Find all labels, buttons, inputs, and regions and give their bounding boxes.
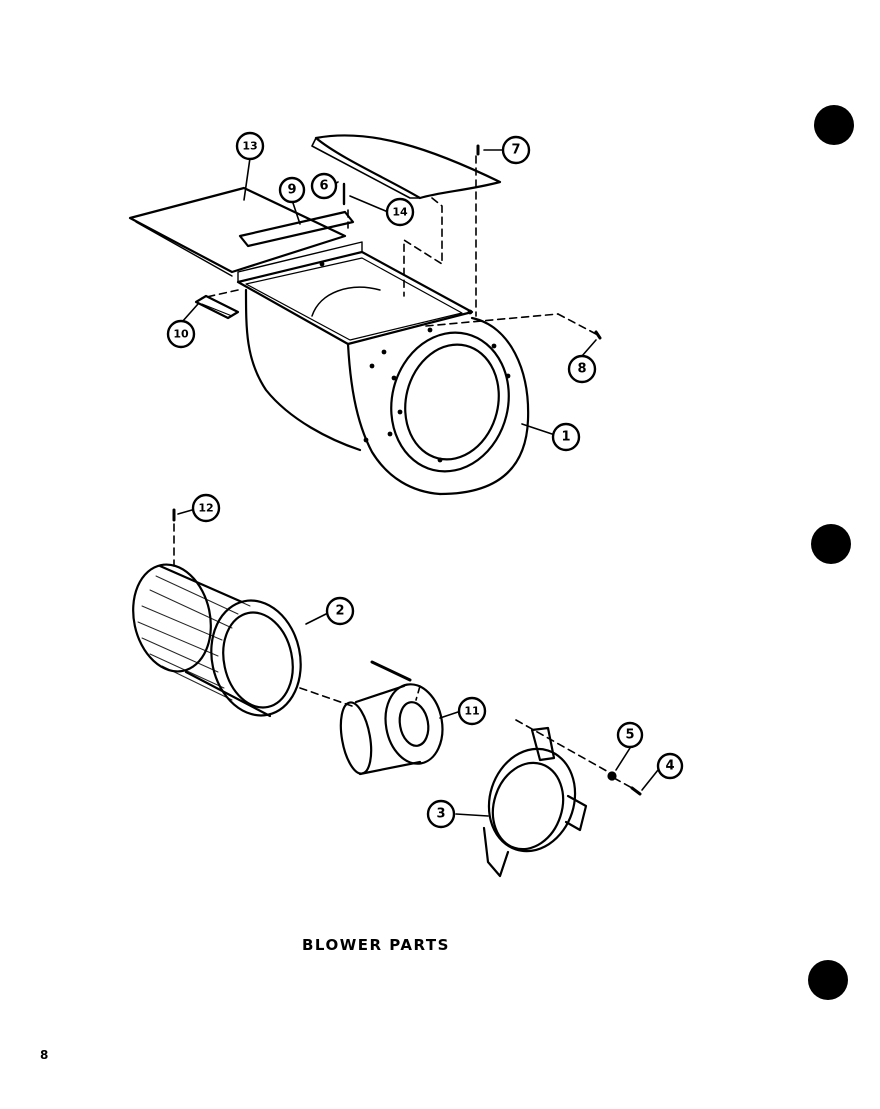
callout-13: [235, 131, 265, 161]
callout-9-label: 9: [287, 183, 296, 198]
part-2-blower-wheel: [132, 563, 302, 718]
binder-hole-bottom: [808, 960, 848, 1000]
callout-10: [166, 319, 196, 349]
callout-11-label: 11: [464, 705, 479, 718]
callout-14-label: 14: [392, 206, 408, 219]
callout-4: [656, 752, 684, 780]
callout-2: [325, 596, 355, 626]
part-10-bracket: [194, 294, 240, 320]
diagram-title: BLOWER PARTS: [302, 936, 450, 954]
binder-hole-top: [814, 105, 854, 145]
callout-12: [191, 493, 221, 523]
callout-2-label: 2: [335, 604, 344, 619]
callout-8-label: 8: [577, 362, 586, 377]
part-11-motor: [339, 660, 444, 776]
part-3-motor-mount: [482, 726, 588, 878]
callout-4-label: 4: [665, 759, 674, 774]
callout-1: [551, 422, 581, 452]
callout-1-label: 1: [561, 430, 570, 445]
callout-9: [278, 176, 306, 204]
callout-5: [616, 721, 644, 749]
part-1-housing: [236, 241, 530, 496]
binder-hole-middle: [811, 524, 851, 564]
callout-10-label: 10: [173, 328, 189, 341]
callout-7-label: 7: [511, 143, 520, 158]
callout-13-label: 13: [242, 140, 257, 153]
part-6-cover: [314, 134, 502, 200]
callout-12-label: 12: [198, 502, 213, 515]
callout-3-label: 3: [436, 807, 445, 822]
part-13-panel: [128, 186, 347, 274]
callout-5-label: 5: [625, 728, 634, 743]
callout-6: [310, 172, 338, 200]
callout-7: [501, 135, 531, 165]
callout-3: [426, 799, 456, 829]
callout-14: [385, 197, 415, 227]
callout-6-label: 6: [319, 179, 328, 194]
page-number: 8: [40, 1048, 49, 1062]
part-9-strip: [238, 210, 355, 248]
callout-11: [457, 696, 487, 726]
callout-8: [567, 354, 597, 384]
